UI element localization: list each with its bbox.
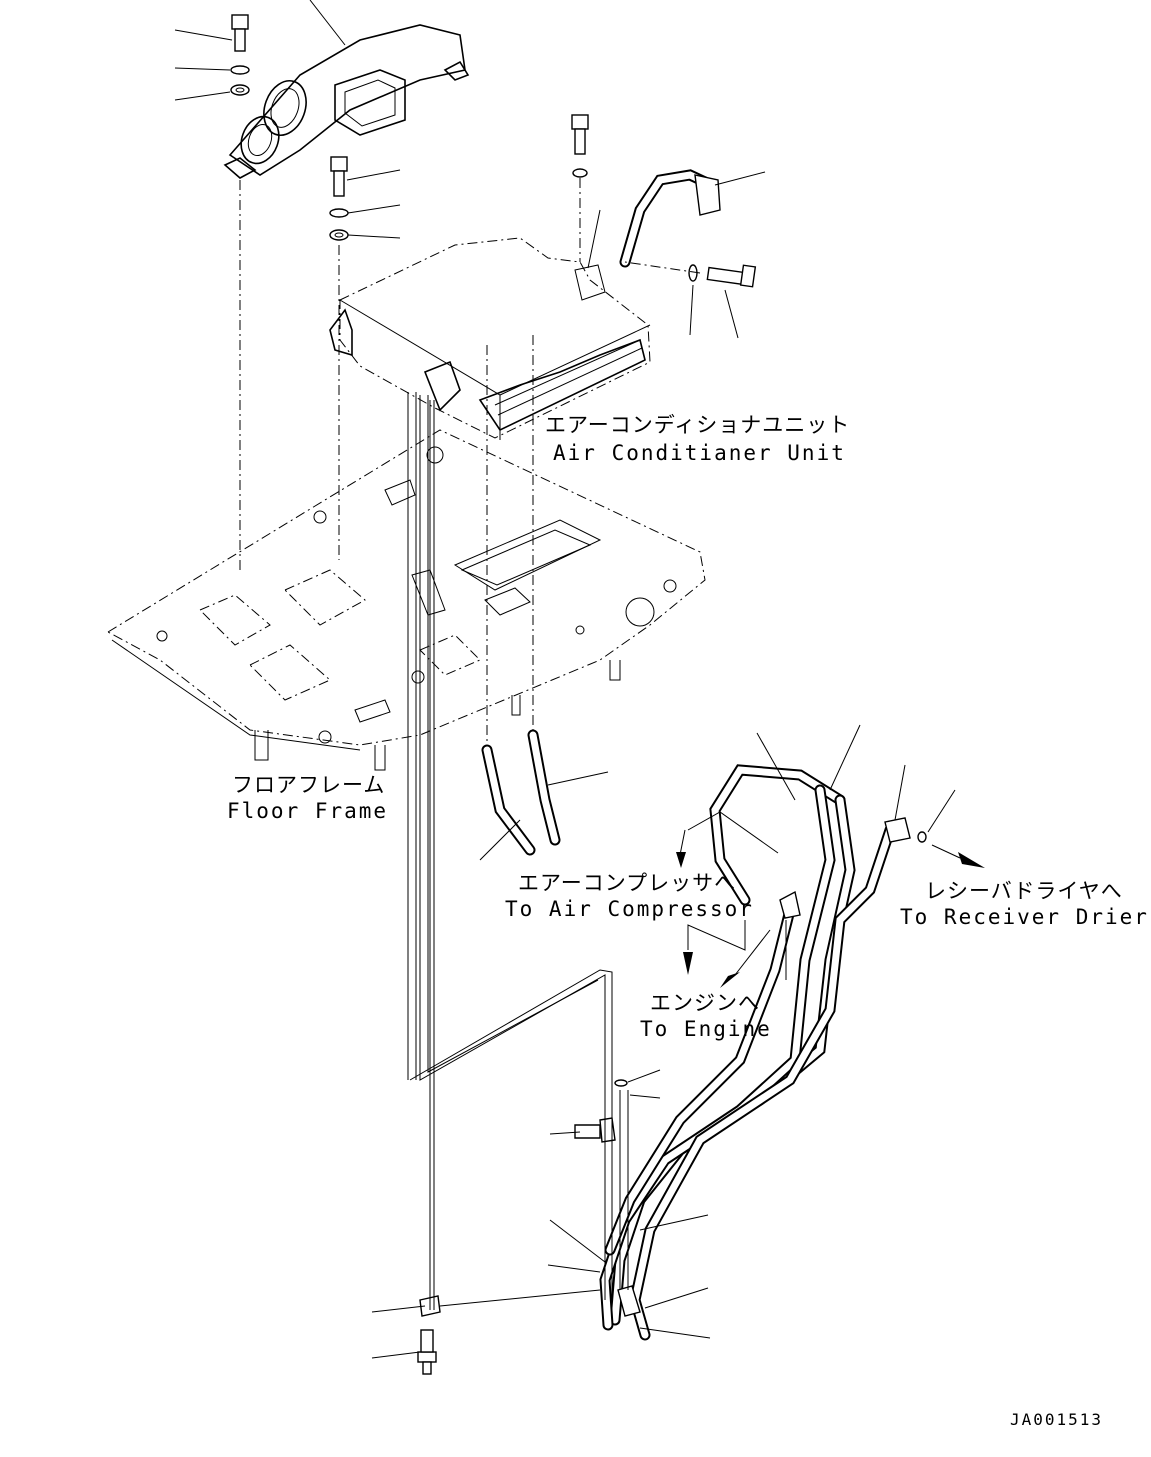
- drawing-code: JA001513: [1010, 1410, 1103, 1429]
- engine-label-en: To Engine: [640, 1017, 772, 1041]
- bolts-and-washers: [230, 14, 757, 1375]
- pipes: [407, 392, 629, 1310]
- arrow-engine-down: [683, 952, 693, 975]
- alignment-lines: [239, 178, 701, 745]
- air-duct: [223, 24, 470, 179]
- leader-lines: [174, 0, 956, 1359]
- arrow-receiver: [958, 852, 985, 868]
- floor-frame-label-jp: フロアフレーム: [232, 773, 385, 797]
- arrow-compressor: [676, 852, 686, 868]
- air-conditioner-label-en: Air Conditianer Unit: [553, 441, 846, 465]
- engine-label-jp: エンジンへ: [650, 991, 760, 1015]
- air-conditioner-unit: [329, 237, 651, 440]
- air-compressor-label-jp: エアーコンプレッサへ: [518, 871, 736, 895]
- floor-frame-label-en: Floor Frame: [227, 799, 388, 823]
- direction-arrows: [676, 811, 985, 988]
- receiver-drier-label-en: To Receiver Drier: [900, 905, 1149, 929]
- hoses: [481, 169, 927, 1341]
- air-compressor-label-en: To Air Compressor: [505, 897, 754, 921]
- floor-frame: [106, 429, 706, 771]
- receiver-drier-label-jp: レシーバドライヤへ: [925, 879, 1123, 903]
- air-conditioner-label-jp: エアーコンディショナユニット: [545, 413, 850, 437]
- arrow-engine: [720, 972, 740, 988]
